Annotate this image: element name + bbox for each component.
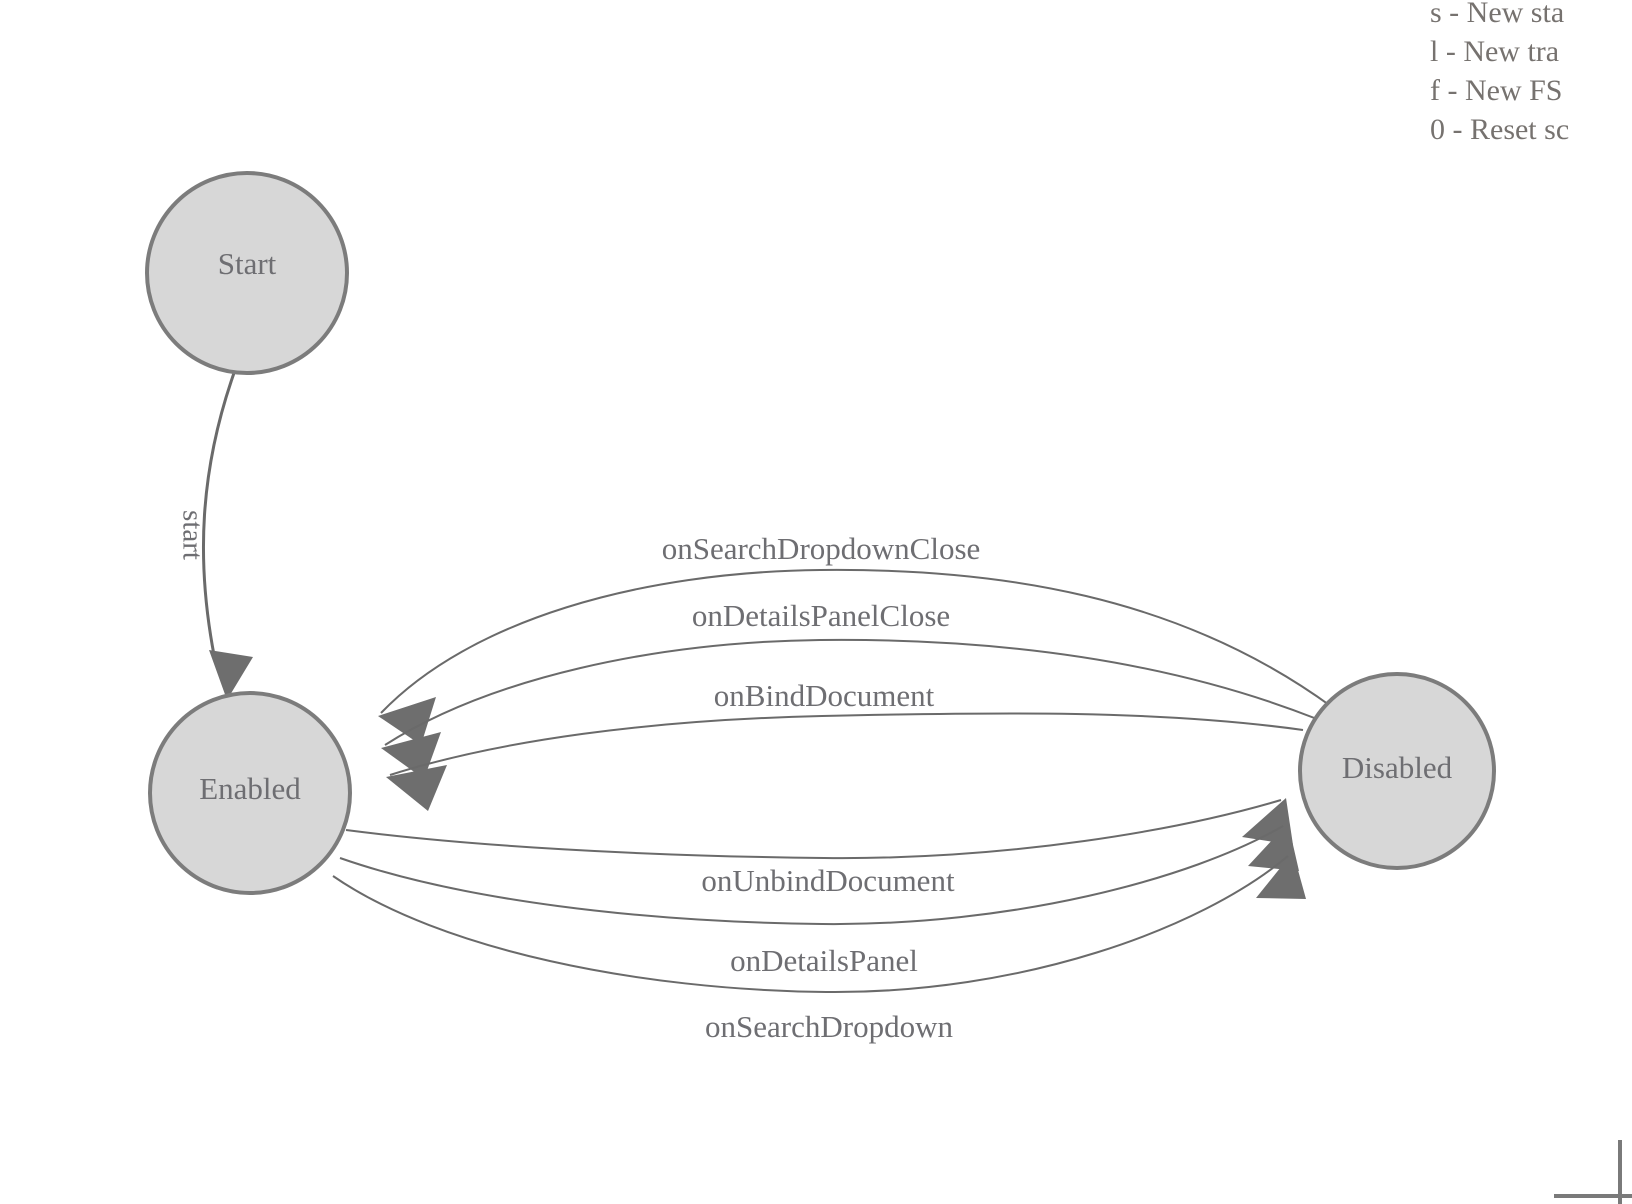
viewport-corner (1554, 1140, 1632, 1204)
transition-path-onSearchDropdownClose[interactable] (380, 568, 1333, 714)
arrowhead-onSearchDropdownClose (378, 697, 436, 745)
transition-label-onSearchDropdownClose: onSearchDropdownClose (662, 531, 981, 566)
transition-path-onBindDocument[interactable] (389, 712, 1304, 776)
transition-path-onDetailsPanel[interactable] (339, 825, 1284, 926)
transition-label-start: start (176, 510, 208, 560)
help-line-reset: 0 - Reset sc (1430, 113, 1569, 146)
arrowhead-onBindDocument (386, 765, 447, 811)
transition-path-onSearchDropdown[interactable] (332, 855, 1289, 994)
state-circle-start[interactable] (145, 171, 349, 375)
transition-label-onUnbindDocument: onUnbindDocument (701, 863, 955, 898)
transition-group-disabled-to-enabled (378, 568, 1333, 811)
help-line-new-fsm: f - New FS (1430, 74, 1563, 107)
transition-label-onSearchDropdown: onSearchDropdown (705, 1009, 953, 1044)
arrowhead-start (209, 650, 253, 700)
help-line-new-state: s - New sta (1430, 0, 1564, 29)
transition-label-onBindDocument: onBindDocument (714, 678, 935, 713)
transition-group-start-to-enabled (201, 372, 253, 700)
transition-path-onUnbindDocument[interactable] (345, 799, 1282, 860)
transition-label-onDetailsPanelClose: onDetailsPanelClose (692, 598, 950, 633)
state-circle-disabled[interactable] (1298, 672, 1496, 870)
state-label-start: Start (218, 246, 277, 281)
transition-label-onDetailsPanel: onDetailsPanel (730, 943, 918, 978)
state-node-enabled[interactable]: Enabled (148, 691, 352, 895)
transition-path-onDetailsPanelClose[interactable] (384, 638, 1318, 746)
state-label-enabled: Enabled (199, 771, 301, 806)
arrowhead-onDetailsPanel (1248, 823, 1299, 871)
transition-group-enabled-to-disabled (332, 798, 1306, 994)
state-circle-enabled[interactable] (148, 691, 352, 895)
arrowhead-onDetailsPanelClose (381, 732, 441, 779)
help-line-new-transition: l - New tra (1430, 35, 1559, 68)
state-node-disabled[interactable]: Disabled (1298, 672, 1496, 870)
help-legend: s - New sta l - New tra f - New FS 0 - R… (1430, 0, 1569, 146)
arrowhead-onSearchDropdown (1256, 852, 1306, 899)
state-node-start[interactable]: Start (145, 171, 349, 375)
transition-path-start[interactable] (201, 372, 236, 656)
state-label-disabled: Disabled (1342, 750, 1453, 785)
